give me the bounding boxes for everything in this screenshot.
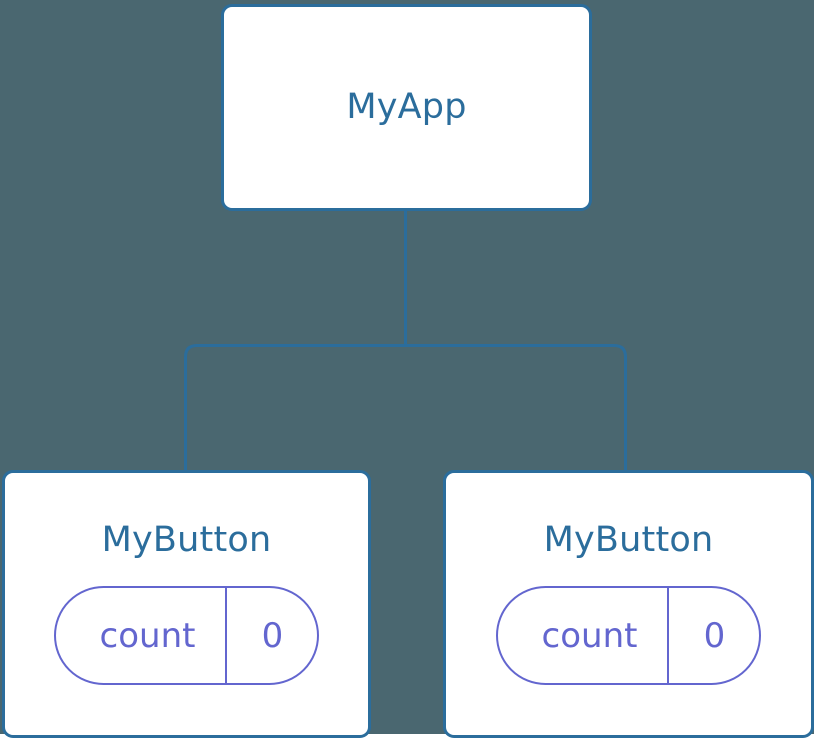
component-node-title: MyButton (543, 520, 714, 560)
component-node-root[interactable]: MyApp (221, 4, 592, 211)
component-node-title: MyApp (346, 87, 467, 127)
edge-root-to-child-0 (184, 344, 406, 471)
component-node-child-1[interactable]: MyButton count 0 (443, 470, 814, 738)
state-pill-value: 0 (225, 588, 317, 683)
state-pill-value: 0 (667, 588, 759, 683)
edge-root-to-child-1 (405, 344, 627, 471)
component-node-child-0[interactable]: MyButton count 0 (2, 470, 371, 738)
state-pill[interactable]: count 0 (53, 586, 320, 685)
state-pill-key: count (541, 615, 638, 656)
component-node-title: MyButton (101, 520, 272, 560)
state-pill[interactable]: count 0 (495, 586, 762, 685)
state-pill-key: count (99, 615, 196, 656)
